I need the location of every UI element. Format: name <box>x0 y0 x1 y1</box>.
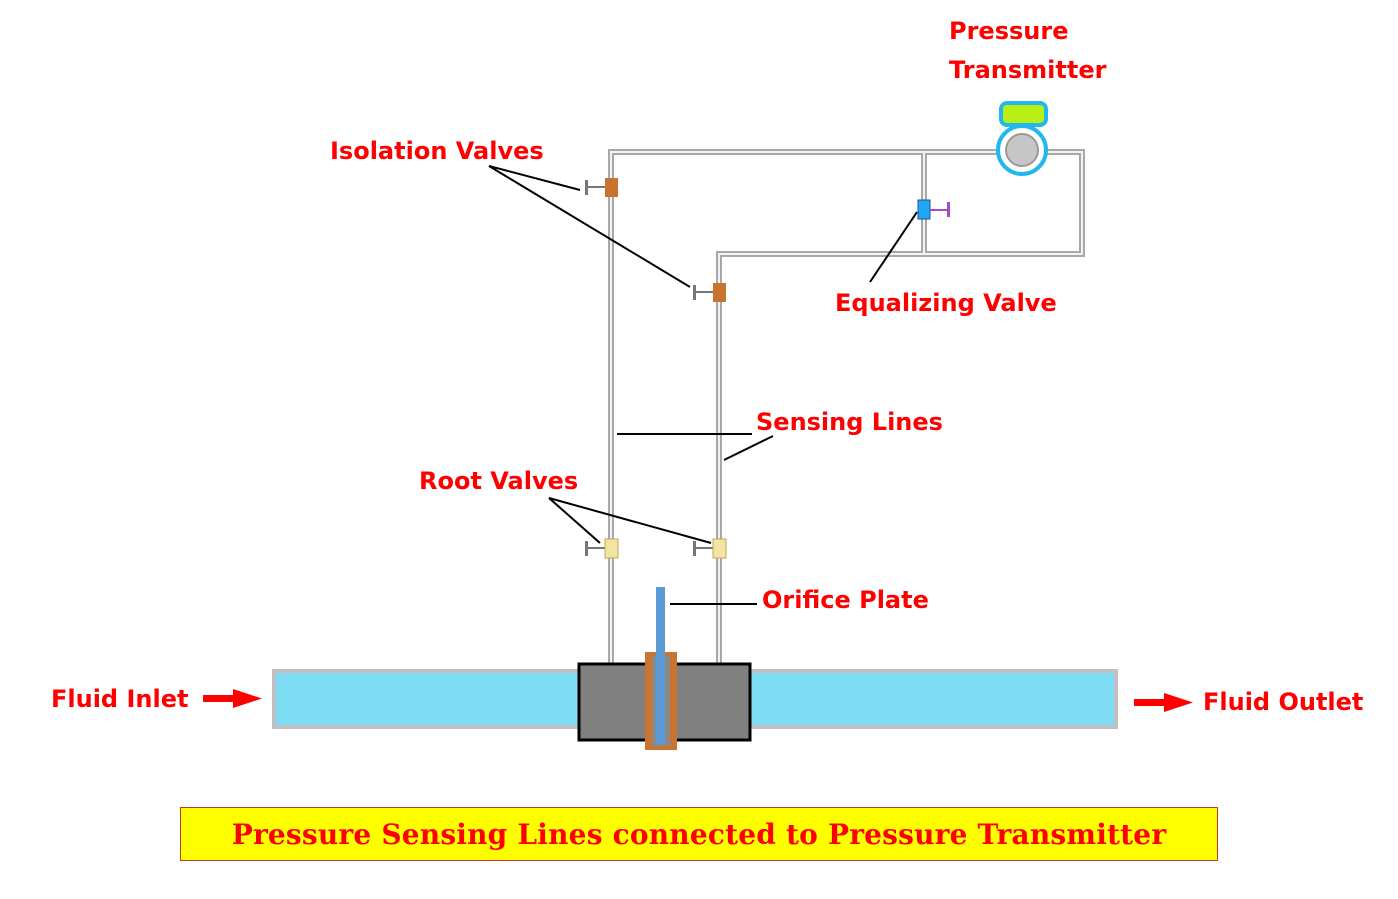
labels: Pressure Transmitter Isolation Valves Eq… <box>51 17 1363 716</box>
equalizing-valve <box>917 199 950 220</box>
inlet-arrow-icon <box>203 689 262 708</box>
equalizing-valve-handle <box>930 209 948 211</box>
leader-root-right <box>548 497 712 544</box>
label-isolation-valves: Isolation Valves <box>330 137 544 165</box>
root-valve-right <box>693 538 727 559</box>
root-valve-right-body <box>712 538 727 559</box>
label-root-valves: Root Valves <box>419 467 578 495</box>
root-valve-left <box>585 538 619 559</box>
leader-root-left <box>548 497 601 544</box>
isolation-valve-top-handle-bar <box>585 180 588 195</box>
label-sensing-lines: Sensing Lines <box>756 408 943 436</box>
caption-banner: Pressure Sensing Lines connected to Pres… <box>180 807 1218 861</box>
outlet-arrow-icon <box>1134 693 1193 712</box>
label-pressure-transmitter-line1: Pressure <box>949 17 1068 45</box>
equalizing-valve-handle-bar <box>947 202 950 217</box>
root-valve-right-handle <box>695 547 713 549</box>
caption-text: Pressure Sensing Lines connected to Pres… <box>231 817 1167 851</box>
root-valve-right-handle-bar <box>693 541 696 556</box>
isolation-valve-top-handle <box>587 186 605 188</box>
pressure-transmitter <box>996 101 1048 176</box>
transmitter-body-inner <box>1005 133 1039 167</box>
label-pressure-transmitter-line2: Transmitter <box>949 56 1107 84</box>
label-fluid-outlet: Fluid Outlet <box>1203 688 1363 716</box>
outlet-pipe-section <box>747 669 1118 729</box>
flow-arrows <box>203 689 1193 712</box>
root-valve-left-handle-bar <box>585 541 588 556</box>
isolation-valve-bottom-body <box>713 283 726 302</box>
leader-isolation-bottom <box>488 165 691 288</box>
transmitter-display <box>999 101 1048 127</box>
isolation-valve-bottom-handle <box>695 291 713 293</box>
isolation-valve-top-body <box>605 178 618 197</box>
root-valve-left-handle <box>587 547 605 549</box>
leader-lines <box>488 165 918 605</box>
orifice-plate <box>656 587 665 744</box>
isolation-valve-top <box>585 178 618 197</box>
isolation-valve-bottom <box>693 283 726 302</box>
inlet-pipe-section <box>272 669 582 729</box>
equalizing-valve-body <box>917 199 931 220</box>
root-valve-left-body <box>604 538 619 559</box>
leader-sensing-right <box>723 435 774 461</box>
label-orifice-plate: Orifice Plate <box>762 586 929 614</box>
main-pipe <box>272 669 1118 729</box>
leader-equalizing <box>869 211 918 283</box>
leader-isolation-top <box>488 165 581 191</box>
label-fluid-inlet: Fluid Inlet <box>51 685 188 713</box>
label-equalizing-valve: Equalizing Valve <box>835 289 1057 317</box>
isolation-valve-bottom-handle-bar <box>693 285 696 300</box>
